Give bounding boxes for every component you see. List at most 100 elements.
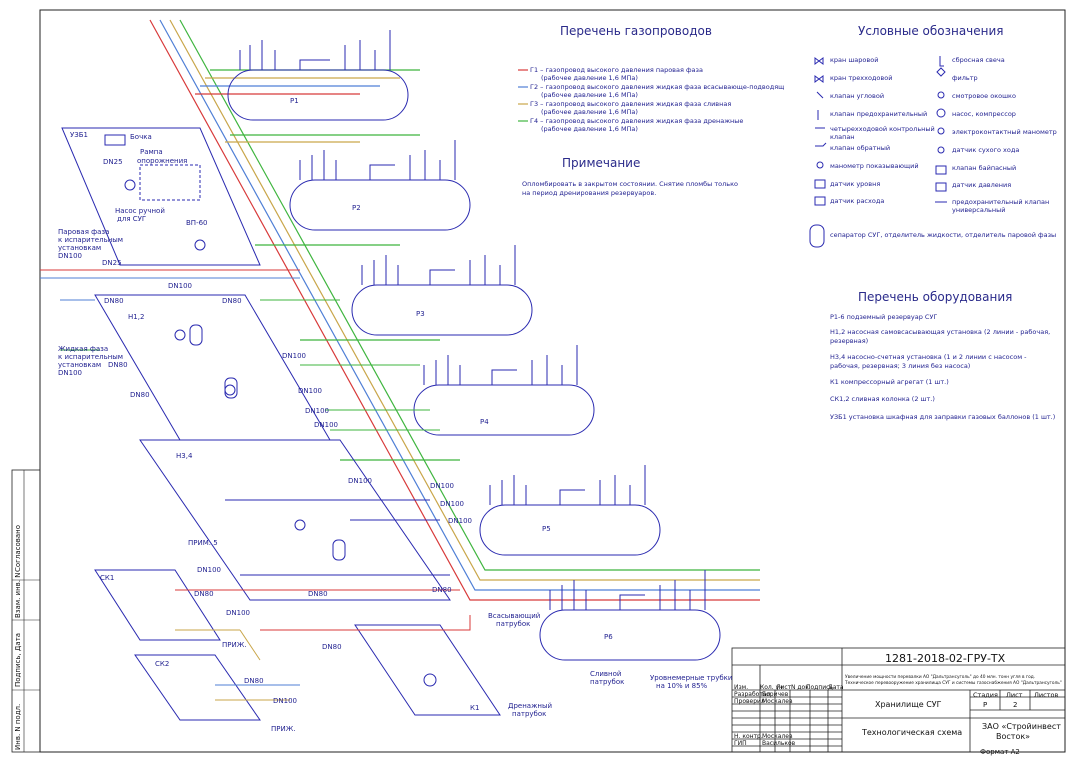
- tank-label-p5: Р5: [542, 525, 551, 533]
- sheet-title: Технологическая схема: [862, 728, 963, 737]
- legend-title: Условные обозначения: [858, 24, 1004, 38]
- legend-universal-safety-valve-2: универсальный: [952, 206, 1006, 214]
- pipeline-desc: газопровод высокого давления жидкая фаза…: [545, 100, 732, 108]
- object-name: Хранилище СУГ: [875, 700, 942, 709]
- label-dn80-i: DN80: [244, 677, 264, 685]
- label-ck1: СК1: [100, 574, 115, 582]
- stage-value: Р: [983, 701, 988, 709]
- company-b: Восток»: [996, 732, 1031, 741]
- col-date: Дата: [828, 684, 844, 691]
- legend-angle-valve: клапан угловой: [830, 92, 885, 100]
- legend-separator: сепаратор СУГ, отделитель жидкости, отде…: [830, 231, 1057, 239]
- pipe-g3: [169, 19, 760, 581]
- row-gip: ГИП: [734, 740, 747, 747]
- label-dn80-d: DN80: [130, 391, 150, 399]
- legend-ball-valve: кран шаровой: [830, 56, 879, 64]
- label-dn100-j: DN100: [197, 566, 221, 574]
- label-ck2: СК2: [155, 660, 170, 668]
- equipment-item: Р1-6 подземный резервуар СУГ: [830, 313, 938, 321]
- pipeline-item: Г4 – газопровод высокого давления жидкая…: [530, 117, 744, 125]
- side-vzam: Взам. инв. N: [14, 572, 22, 618]
- legend-four-way-valve: четырехходовой контрольный: [830, 125, 935, 133]
- label-level-b: на 10% и 85%: [656, 682, 708, 690]
- pipeline-item: Г3 – газопровод высокого давления жидкая…: [530, 100, 732, 108]
- label-pump-a: Насос ручной: [115, 207, 165, 215]
- tank-p3: [351, 284, 533, 336]
- label-dn100-g: DN100: [430, 482, 454, 490]
- name-razrab: Боричев: [762, 691, 789, 698]
- label-drain-a: Дренажный: [508, 702, 553, 710]
- legend-manometer: манометр показывающий: [830, 162, 919, 170]
- legend-universal-safety-valve: предохранительный клапан: [952, 198, 1050, 206]
- legend-level-sensor: датчик уровня: [830, 180, 881, 188]
- equipment-item: Н3,4 насосно-счетная установка (1 и 2 ли…: [830, 353, 1027, 361]
- block-uzb1: [61, 127, 261, 266]
- pipeline-desc: газопровод высокого давления паровая фаз…: [545, 66, 703, 74]
- label-k1: К1: [470, 704, 480, 712]
- label-dn100-f: DN100: [348, 477, 372, 485]
- label-vapor-b: к испарительным: [58, 236, 124, 244]
- side-inv: Инв. N подл.: [14, 703, 22, 750]
- process-blocks: [61, 127, 501, 721]
- pipeline-item: Г1 – газопровод высокого давления парова…: [530, 66, 703, 74]
- label-vapor-d: DN100: [58, 252, 82, 260]
- pipe-g2: [159, 19, 760, 591]
- tank-label-p4: Р4: [480, 418, 489, 426]
- legend-vent-stack: сбросная свеча: [952, 56, 1005, 64]
- pipeline-desc: газопровод высокого давления жидкая фаза…: [545, 83, 785, 91]
- label-dn25-b: DN25: [102, 259, 122, 267]
- label-dn100-d: DN100: [305, 407, 329, 415]
- label-dn80-a: DN80: [104, 297, 124, 305]
- label-dn80-e: DN80: [194, 590, 214, 598]
- label-dn100-i: DN100: [448, 517, 472, 525]
- title-block: [731, 647, 1066, 753]
- legend-symbols: [809, 56, 947, 248]
- legend-bypass-valve: клапан байпасный: [952, 164, 1017, 172]
- tank-p2: [289, 179, 471, 231]
- equipment-item: УЗБ1 установка шкафная для заправки газо…: [830, 413, 1056, 421]
- name-prov: Москалев: [762, 698, 793, 705]
- col-izm: Изм.: [734, 684, 749, 691]
- pipe-g1: [149, 19, 760, 601]
- label-dn25-a: DN25: [103, 158, 123, 166]
- pipeline-pressure: (рабочее давление 1,6 МПа): [541, 74, 638, 82]
- side-soglas: Согласовано: [14, 524, 22, 572]
- col-sign: Подпись: [806, 684, 833, 691]
- label-dn100-l: DN100: [273, 697, 297, 705]
- block-ck2: [134, 654, 261, 721]
- label-uzb1: УЗБ1: [70, 131, 89, 139]
- block-ck1: [94, 569, 221, 641]
- label-dn100-h: DN100: [440, 500, 464, 508]
- block-k1: [354, 624, 501, 716]
- company-a: ЗАО «Стройинвест: [982, 722, 1061, 731]
- stage-header: Стадия: [973, 691, 998, 699]
- label-dn100-k: DN100: [226, 609, 250, 617]
- label-suction-b: патрубок: [496, 620, 531, 628]
- legend-safety-valve: клапан предохранительный: [830, 110, 928, 118]
- pipeline-code: Г1: [530, 66, 539, 74]
- pipeline-pressure: (рабочее давление 1,6 МПа): [541, 125, 638, 133]
- label-vapor-c: установкам: [58, 244, 102, 252]
- tank-label-p6: Р6: [604, 633, 613, 641]
- legend-sight-glass: смотровое окошко: [952, 92, 1016, 100]
- pipeline-item: Г2 – газопровод высокого давления жидкая…: [530, 83, 785, 91]
- label-ramp-a: Рампа: [140, 148, 163, 156]
- legend-pump: насос, компрессор: [952, 110, 1016, 118]
- legend-filter: фильтр: [952, 74, 978, 82]
- label-drain2-b: патрубок: [590, 678, 625, 686]
- doc-desc-2: Техническое перевооружение хранилища СУГ…: [845, 681, 1062, 686]
- block-n34: [139, 439, 451, 601]
- note-line-2: на период дренирования резервуаров.: [522, 189, 657, 197]
- legend-pressure-sensor: датчик давления: [952, 181, 1012, 189]
- doc-desc-1: Увеличение мощности перевалки АО "Дальтр…: [845, 675, 1036, 680]
- label-dn80-c: DN80: [108, 361, 128, 369]
- tanks: [227, 69, 721, 661]
- pipeline-desc: газопровод высокого давления жидкая фаза…: [545, 117, 744, 125]
- name-nkontr: Москалев: [762, 733, 793, 740]
- tank-fittings: [239, 30, 706, 610]
- legend-contact-manometer: электроконтактный манометр: [952, 128, 1057, 136]
- list-header: Лист: [1006, 691, 1023, 699]
- equipment-item: резервная): [830, 337, 869, 345]
- label-pump-b: для СУГ: [117, 215, 147, 223]
